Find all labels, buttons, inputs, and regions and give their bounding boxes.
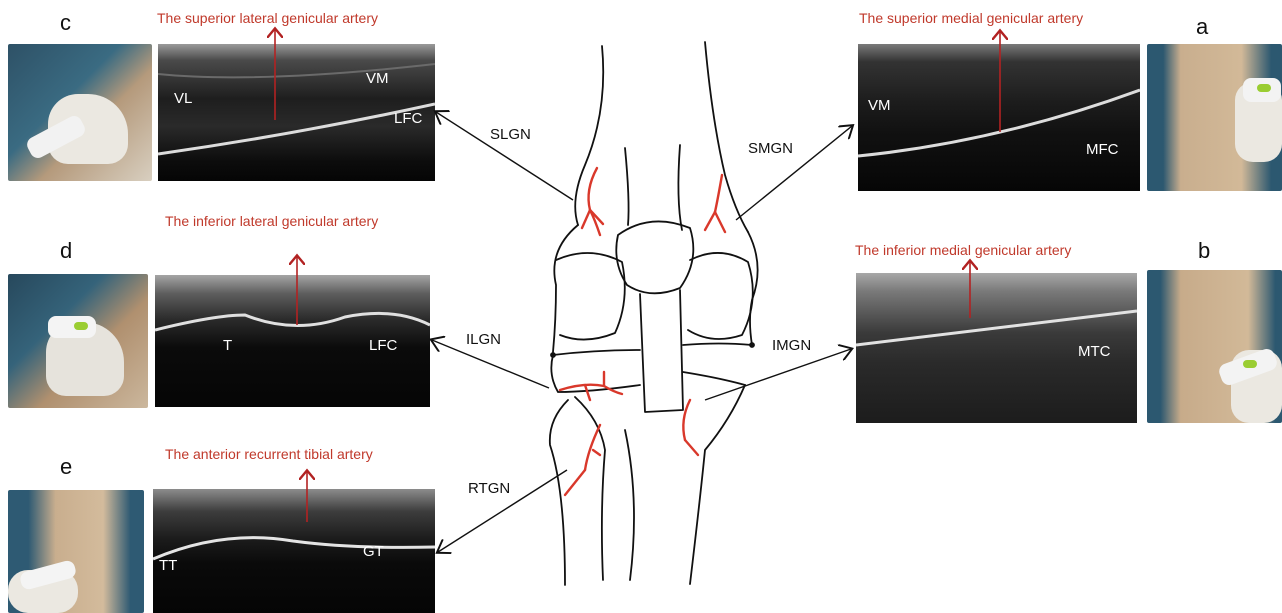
- pointer-arrow-ilgn: [432, 340, 549, 388]
- pointer-arrow-smgn: [736, 126, 852, 220]
- knee-drawing: [550, 42, 758, 585]
- pointer-arrow-imgn: [705, 349, 851, 400]
- knee-arteries: [560, 168, 725, 495]
- pointer-arrow-rtgn: [438, 470, 567, 552]
- pointer-arrow-slgn: [436, 112, 573, 200]
